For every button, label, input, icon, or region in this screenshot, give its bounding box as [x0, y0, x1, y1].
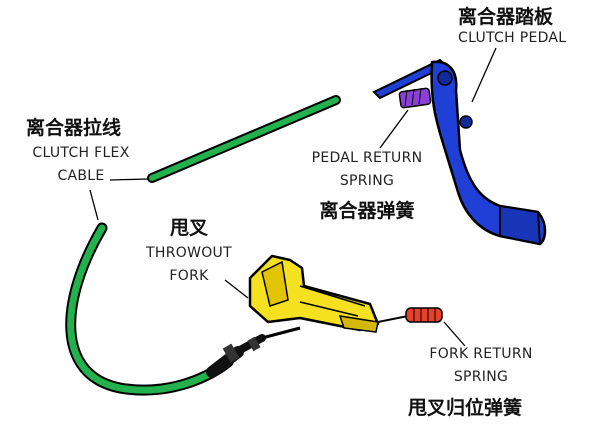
throwout-fork-label-zh: 甩叉 — [170, 217, 209, 239]
pedal-return-spring-label-en-line1: PEDAL RETURN — [311, 150, 423, 166]
fork-return-spring-shape — [377, 307, 443, 323]
clutch-pedal-shape — [372, 58, 547, 246]
pedal-return-spring-shape — [398, 87, 432, 109]
fork-return-spring-label-en-line2: SPRING — [453, 369, 509, 385]
leader-lines — [89, 47, 497, 347]
throwout-fork-label-en-line2: FORK — [169, 268, 209, 284]
throwout-fork-label-en-line1: THROWOUT — [146, 245, 232, 261]
clutch-cable-label-en-line2: CABLE — [57, 168, 105, 184]
clutch-cable-label-zh: 离合器拉线 — [26, 117, 122, 139]
fork-return-spring-label-zh: 甩叉归位弹簧 — [408, 397, 523, 419]
clutch-pedal-label-zh: 离合器踏板 — [458, 6, 554, 28]
pedal-return-spring-label-zh: 离合器弹簧 — [319, 200, 415, 222]
pedal-return-spring-label-en-line2: SPRING — [339, 173, 395, 189]
clutch-cable-label-en-line1: CLUTCH FLEX — [32, 145, 130, 161]
cable-housing — [206, 326, 301, 378]
fork-return-spring-label-en-line1: FORK RETURN — [429, 346, 533, 362]
clutch-pedal-label-en: CLUTCH PEDAL — [458, 30, 567, 46]
throwout-fork-shape — [248, 254, 380, 333]
